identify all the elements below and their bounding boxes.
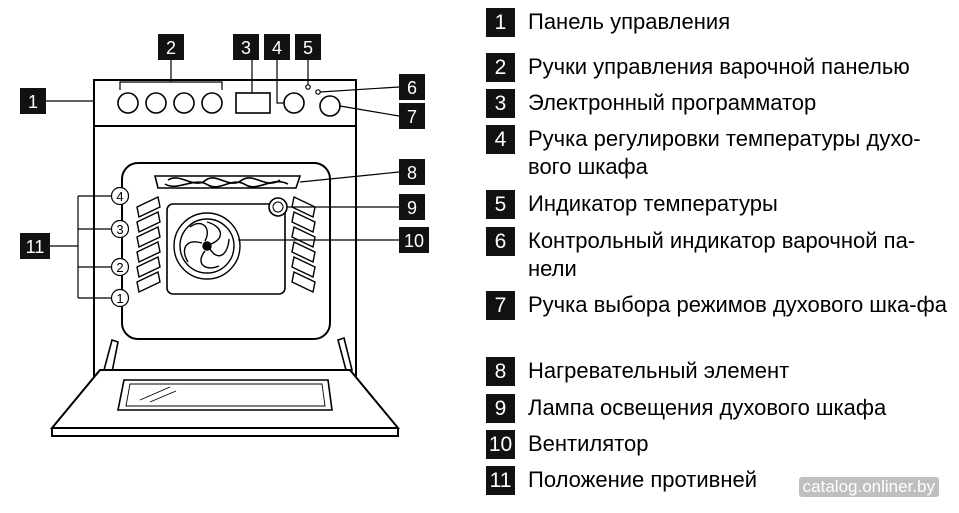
door-window: [117, 379, 333, 411]
callout-9: 9: [399, 194, 425, 220]
legend-text: Ручки управления варочной панелью: [528, 54, 910, 79]
oven-lamp-inner: [272, 201, 284, 213]
legend-text: Индикатор температуры: [528, 191, 778, 216]
callout-label: 11: [26, 237, 45, 257]
callout-label: 2: [166, 38, 176, 58]
legend-number: 3: [486, 89, 515, 118]
callout-4: 4: [264, 34, 290, 60]
callout-label: 10: [404, 231, 424, 251]
callout-label: 3: [241, 38, 251, 58]
legend-number: 5: [486, 190, 515, 219]
callout-label: 1: [28, 92, 38, 112]
oven-body: [93, 126, 357, 378]
oven-door-edge: [51, 428, 399, 437]
callout-7: 7: [399, 103, 425, 129]
callout-10: 10: [399, 227, 429, 253]
legend-text: Вентилятор: [528, 431, 649, 456]
legend-text: Положение противней: [528, 467, 758, 492]
door-hinge-left: [103, 338, 119, 373]
door-hinge-right: [337, 336, 354, 371]
legend-number: 11: [486, 466, 515, 495]
callout-6: 6: [399, 74, 425, 100]
callout-11: 11: [20, 233, 50, 259]
hob-knob: [173, 92, 195, 114]
legend-number: 6: [486, 227, 515, 256]
callout-label: 9: [407, 198, 417, 218]
callout-2: 2: [158, 34, 184, 60]
programmer-display: [235, 92, 271, 114]
callout-label: 6: [407, 78, 417, 98]
legend-text: Контрольный индикатор варочной па-нели: [528, 228, 916, 281]
shelf-position-circle: [110, 219, 130, 239]
legend-number: 2: [486, 53, 515, 82]
oven-fan: [173, 212, 241, 280]
leader-lines: [46, 60, 400, 299]
hob-knob: [145, 92, 167, 114]
callout-label: 5: [303, 38, 313, 58]
legend-number: 4: [486, 125, 515, 154]
shelf-position-label: 4: [116, 189, 123, 204]
function-knob: [319, 95, 341, 117]
callout-5: 5: [295, 34, 321, 60]
shelf-position-circle: [110, 186, 130, 206]
legend-number: 9: [486, 394, 515, 423]
callout-label: 8: [407, 163, 417, 183]
hob-knob: [117, 92, 139, 114]
oven-lamp: [268, 197, 288, 217]
legend-number: 8: [486, 357, 515, 386]
shelf-position-label: 2: [116, 260, 123, 275]
hob-knob: [201, 92, 223, 114]
callout-label: 7: [407, 107, 417, 127]
legend-text: Панель управления: [528, 9, 731, 34]
callout-label: 4: [272, 38, 282, 58]
left-shelf-runners: [136, 195, 161, 294]
legend-text: Лампа освещения духового шкафа: [528, 395, 887, 420]
callout-8: 8: [399, 159, 425, 185]
callout-1: 1: [20, 88, 46, 114]
callout-3: 3: [233, 34, 259, 60]
legend-number: 1: [486, 8, 515, 37]
legend-number: 10: [486, 430, 515, 459]
temperature-indicator: [305, 84, 311, 90]
oven-diagram: 4 3 2 1 1 2 3 4 5 6 7 8 9: [20, 34, 429, 437]
legend-number: 7: [486, 291, 515, 320]
legend-text: Ручка регулировки температуры духо-вого …: [528, 126, 921, 179]
shelf-position-label: 1: [116, 291, 123, 306]
temperature-knob: [283, 92, 305, 114]
shelf-position-circle: [110, 257, 130, 277]
glass-reflection: [139, 386, 177, 403]
legend-text: Ручка выбора режимов духового шка-фа: [528, 292, 947, 317]
door-window-inner: [125, 383, 326, 407]
heating-element: [153, 175, 302, 189]
hob-indicator: [315, 89, 321, 95]
shelf-position-label: 3: [116, 222, 123, 237]
shelf-position-markers: 4 3 2 1: [110, 186, 130, 308]
legend-text: Электронный программатор: [528, 90, 817, 115]
legend-text: Нагревательный элемент: [528, 358, 790, 383]
watermark: catalog.onliner.by: [798, 477, 939, 497]
shelf-position-circle: [110, 288, 130, 308]
